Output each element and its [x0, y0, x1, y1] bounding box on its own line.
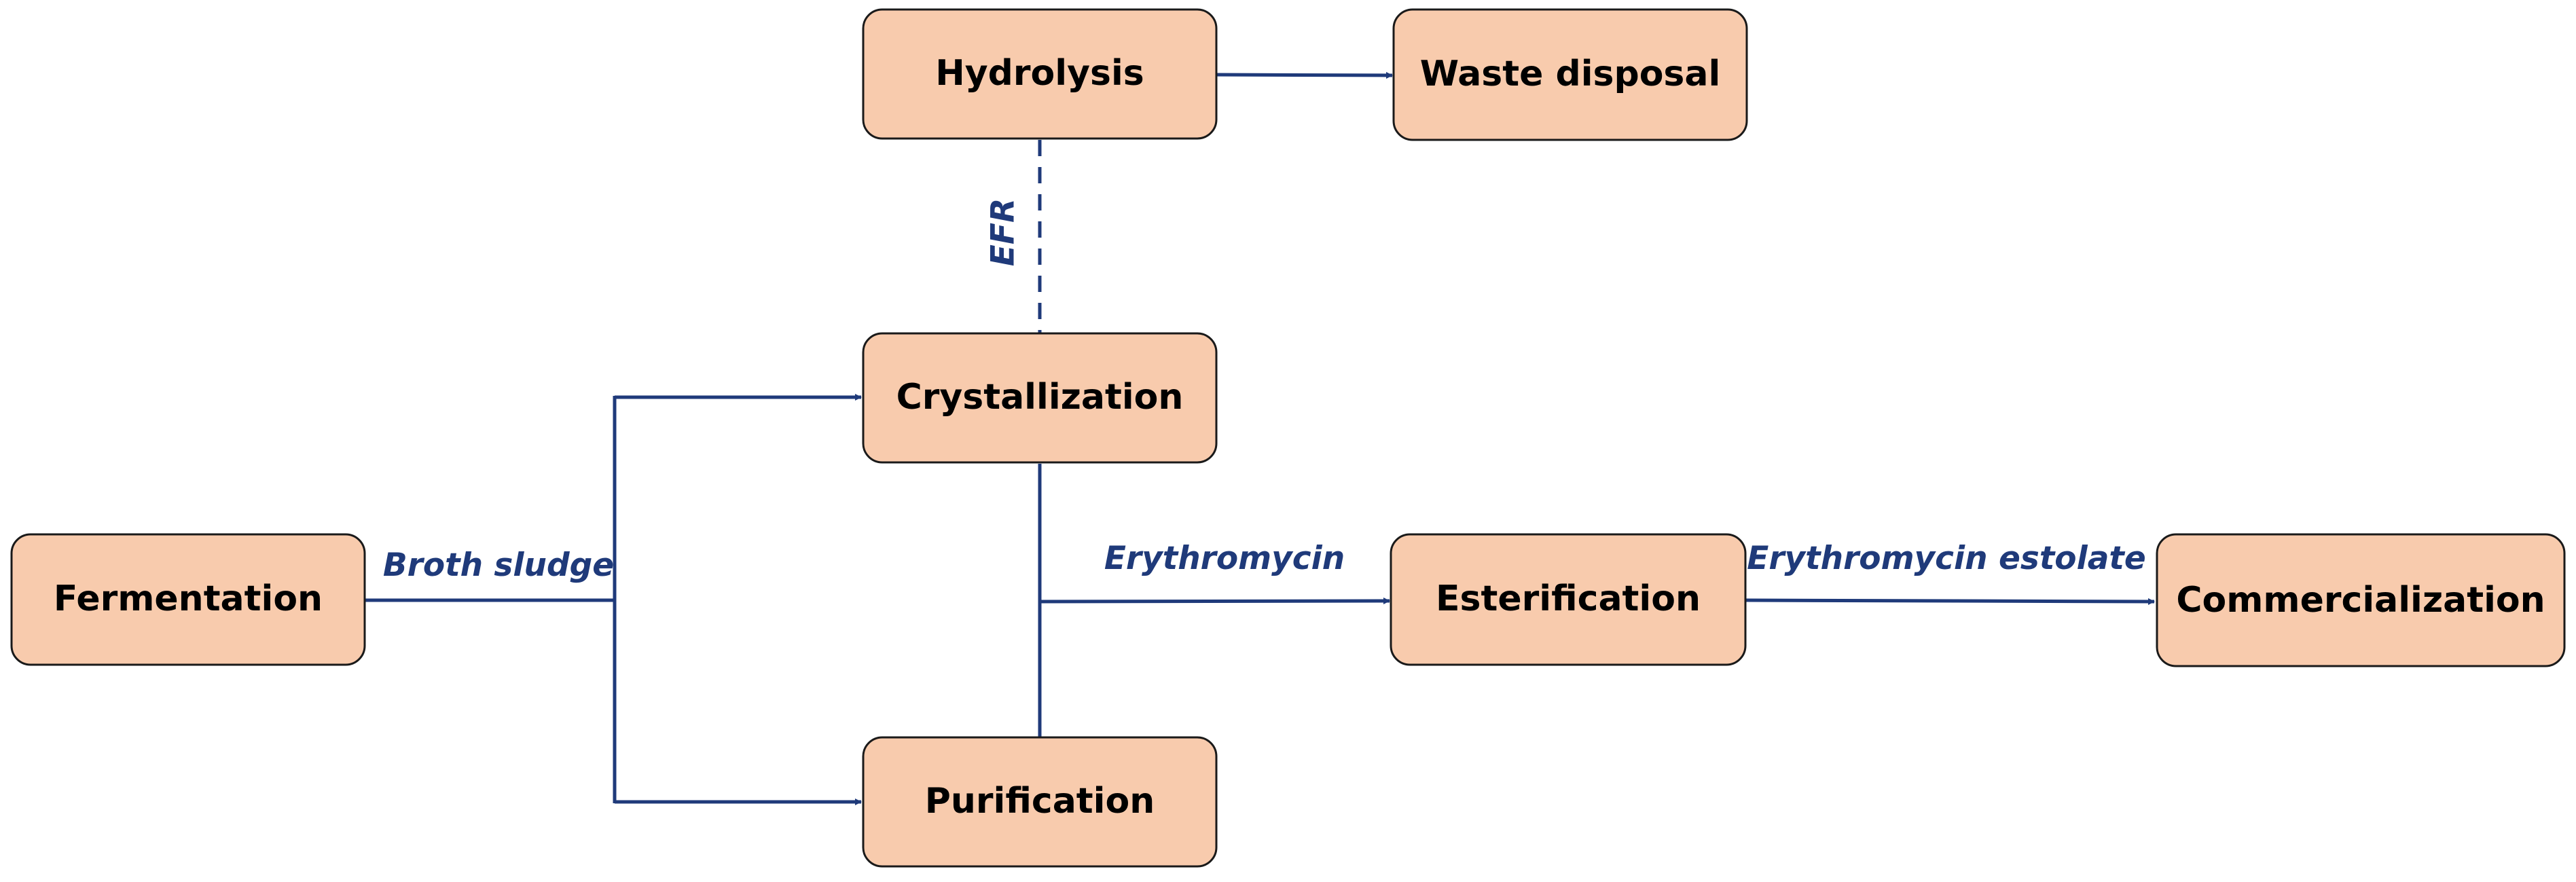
edge-label-broth-sludge: Broth sludge: [383, 547, 614, 584]
node-label: Esterification: [1436, 578, 1701, 619]
node-waste-disposal: Waste disposal: [1392, 8, 1748, 141]
node-label: Purification: [925, 781, 1155, 822]
edge-label-efr: EFR: [985, 198, 1022, 266]
edge-label-erythromycin: Erythromycin: [1104, 540, 1345, 577]
node-commercialization: Commercialization: [2156, 533, 2566, 667]
node-purification: Purification: [862, 736, 1218, 868]
edge-label-erythromycin-estolate: Erythromycin estolate: [1747, 540, 2146, 577]
node-label: Commercialization: [2176, 580, 2545, 621]
node-label: Hydrolysis: [935, 53, 1144, 94]
arrow-esterification-to-commercialization: [1745, 598, 2155, 605]
node-esterification: Esterification: [1390, 533, 1747, 666]
node-label: Crystallization: [896, 377, 1184, 418]
arrow-junction-to-esterification: [1039, 598, 1390, 605]
nodes: Hydrolysis Waste disposal Crystallizatio…: [10, 8, 2566, 868]
node-fermentation: Fermentation: [10, 533, 366, 666]
node-crystallization: Crystallization: [862, 332, 1218, 464]
node-label: Fermentation: [54, 578, 323, 619]
node-label: Waste disposal: [1420, 54, 1721, 94]
node-hydrolysis: Hydrolysis: [862, 8, 1218, 140]
edge-labels: EFR Broth sludge Erythromycin Erythromyc…: [383, 198, 2146, 584]
connectors: [365, 71, 2155, 805]
